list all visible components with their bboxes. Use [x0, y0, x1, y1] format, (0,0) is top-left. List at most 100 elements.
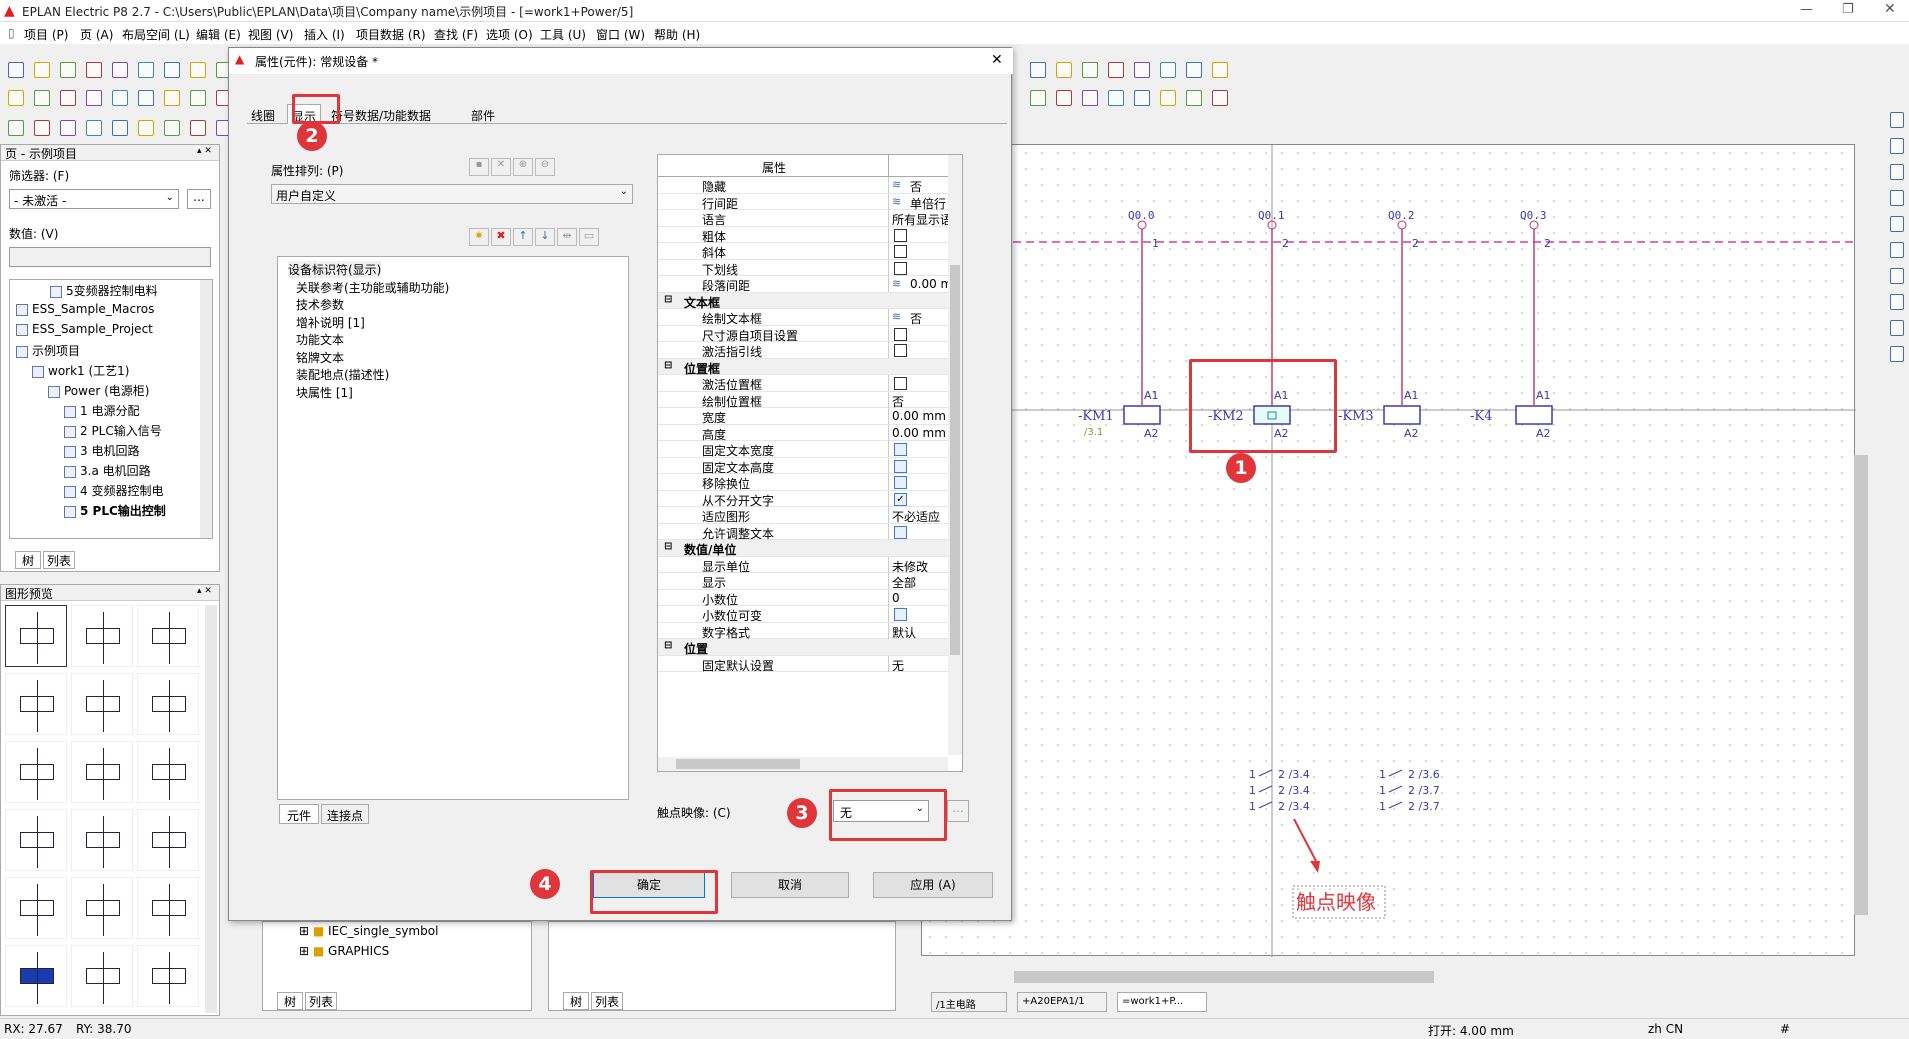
property-row[interactable]: 斜体 — [658, 243, 948, 260]
toolbar-icon[interactable] — [8, 90, 24, 106]
device-tag[interactable]: -K4 — [1470, 409, 1492, 424]
tree-item[interactable]: 示例项目 — [16, 342, 80, 359]
toolbar-icon[interactable] — [8, 120, 24, 136]
checkbox[interactable] — [894, 261, 907, 275]
list-tool-icon[interactable]: ⊕ — [513, 158, 533, 176]
checkbox[interactable] — [894, 245, 907, 258]
property-list-item[interactable]: 增补说明 [1] — [296, 315, 365, 330]
property-row[interactable]: 数字格式默认 — [658, 622, 948, 640]
symbol-preview[interactable] — [71, 945, 133, 1007]
list-tool-icon[interactable]: ▪ — [469, 158, 489, 176]
dialog-tab-1[interactable]: 显示 — [287, 104, 322, 124]
grid-vscroll[interactable] — [948, 155, 962, 755]
property-row[interactable]: 固定默认设置无 — [658, 655, 948, 673]
toolbar-icon[interactable] — [86, 62, 102, 78]
menu-item-1[interactable]: 页 (A) — [80, 28, 114, 42]
toolbar-icon[interactable] — [86, 120, 102, 136]
toolbar-icon[interactable] — [112, 120, 128, 136]
panel-pin-icon[interactable]: ▴ ✕ — [197, 586, 212, 596]
minimize-icon[interactable]: — — [1800, 2, 1813, 17]
cancel-button[interactable]: 取消 — [731, 872, 849, 898]
property-row[interactable]: 从不分开文字✓ — [658, 490, 948, 508]
property-row[interactable]: 位置⊟ — [658, 639, 948, 656]
tab-list[interactable]: 列表 — [591, 992, 623, 1010]
menu-item-0[interactable]: 项目 (P) — [24, 28, 69, 42]
collapse-icon[interactable]: ⊟ — [664, 293, 673, 305]
toolbar-icon[interactable] — [1108, 62, 1124, 78]
coil-symbol[interactable] — [1515, 405, 1553, 425]
symbol-preview[interactable] — [71, 809, 133, 871]
menu-item-2[interactable]: 布局空间 (L) — [122, 28, 190, 42]
property-row[interactable]: 显示单位未修改 — [658, 556, 948, 574]
toolbar-icon[interactable] — [164, 62, 180, 78]
property-row[interactable]: 位置框⊟ — [658, 358, 948, 376]
menu-item-5[interactable]: 插入 (I) — [304, 28, 345, 42]
property-list-item[interactable]: 块属性 [1] — [296, 385, 353, 400]
symbol-preview[interactable] — [5, 673, 67, 735]
toolbar-icon[interactable] — [1160, 62, 1176, 78]
coil-symbol[interactable] — [1253, 405, 1291, 425]
toolbar-icon[interactable] — [1134, 62, 1150, 78]
property-list-item[interactable]: 铭牌文本 — [296, 350, 345, 365]
filter-more-button[interactable]: ... — [187, 189, 211, 209]
collapse-icon[interactable]: ⊟ — [664, 640, 673, 651]
menu-item-3[interactable]: 编辑 (E) — [196, 28, 241, 42]
list-tool-icon[interactable]: ▭ — [579, 228, 599, 246]
toolbar-icon[interactable] — [1082, 62, 1098, 78]
tab-tree[interactable]: 树 — [563, 992, 589, 1010]
checkbox[interactable]: ✓ — [894, 492, 907, 506]
toolbar-icon[interactable] — [190, 120, 206, 136]
tree-item[interactable]: ESS_Sample_Macros — [16, 302, 154, 316]
symbol-preview[interactable] — [5, 877, 67, 939]
toolbar-icon[interactable] — [1056, 62, 1072, 78]
tree-item-iec[interactable]: ⊞ ■ IEC_single_symbol — [299, 924, 439, 938]
property-row[interactable]: 尺寸源自项目设置 — [658, 325, 948, 343]
checkbox[interactable] — [894, 377, 907, 390]
property-row[interactable]: 数值/单位⊟ — [658, 540, 948, 557]
list-tool-icon[interactable]: ✷ — [469, 228, 489, 246]
contact-image-select[interactable]: 无 ⌄ — [833, 800, 929, 822]
list-tool-icon[interactable]: ⇹ — [557, 228, 577, 246]
toolbar-icon[interactable] — [1186, 62, 1202, 78]
list-tool-icon[interactable]: ✕ — [491, 158, 511, 176]
collapse-icon[interactable]: ⊟ — [664, 359, 673, 371]
toolbar-icon[interactable] — [164, 90, 180, 106]
toolbar-icon[interactable] — [60, 62, 76, 78]
toolbar-icon[interactable] — [1108, 90, 1124, 106]
menu-item-9[interactable]: 工具 (U) — [540, 28, 586, 42]
toolbar-icon[interactable] — [1056, 90, 1072, 106]
property-list-item[interactable]: 装配地点(描述性) — [296, 368, 390, 382]
symbol-preview[interactable] — [5, 741, 67, 803]
toolbar-icon[interactable] — [112, 62, 128, 78]
toolbar-icon[interactable] — [34, 62, 50, 78]
property-row[interactable]: 固定文本高度 — [658, 457, 948, 475]
apply-button[interactable]: 应用 (A) — [873, 872, 993, 898]
contact-image-more-button[interactable]: ... — [947, 800, 969, 822]
checkbox[interactable] — [894, 608, 907, 621]
list-tool-icon[interactable]: ⊖ — [535, 158, 555, 176]
tree-item[interactable]: Power (电源柜) — [48, 382, 149, 399]
toolbar-icon[interactable] — [164, 120, 180, 136]
toolbar-icon[interactable] — [1186, 90, 1202, 106]
checkbox[interactable] — [894, 443, 907, 456]
property-row[interactable]: 显示全部 — [658, 573, 948, 590]
menu-item-4[interactable]: 视图 (V) — [248, 28, 294, 42]
toolbar-icon[interactable] — [86, 90, 102, 106]
property-row[interactable]: 下划线 — [658, 259, 948, 277]
property-row[interactable]: 文本框⊟ — [658, 292, 948, 310]
tree-item[interactable]: work1 (工艺1) — [32, 362, 130, 379]
canvas-hscroll[interactable] — [1014, 971, 1434, 983]
symbol-preview[interactable] — [137, 809, 199, 871]
checkbox[interactable] — [894, 344, 907, 357]
toolbar-icon[interactable] — [60, 90, 76, 106]
device-tag[interactable]: -KM3 — [1338, 409, 1374, 424]
symbol-preview[interactable] — [137, 741, 199, 803]
symbol-preview[interactable] — [137, 877, 199, 939]
toolbar-icon[interactable] — [1160, 90, 1176, 106]
property-row[interactable]: 适应图形不必适应 — [658, 507, 948, 524]
tab-tree[interactable]: 树 — [277, 992, 303, 1010]
